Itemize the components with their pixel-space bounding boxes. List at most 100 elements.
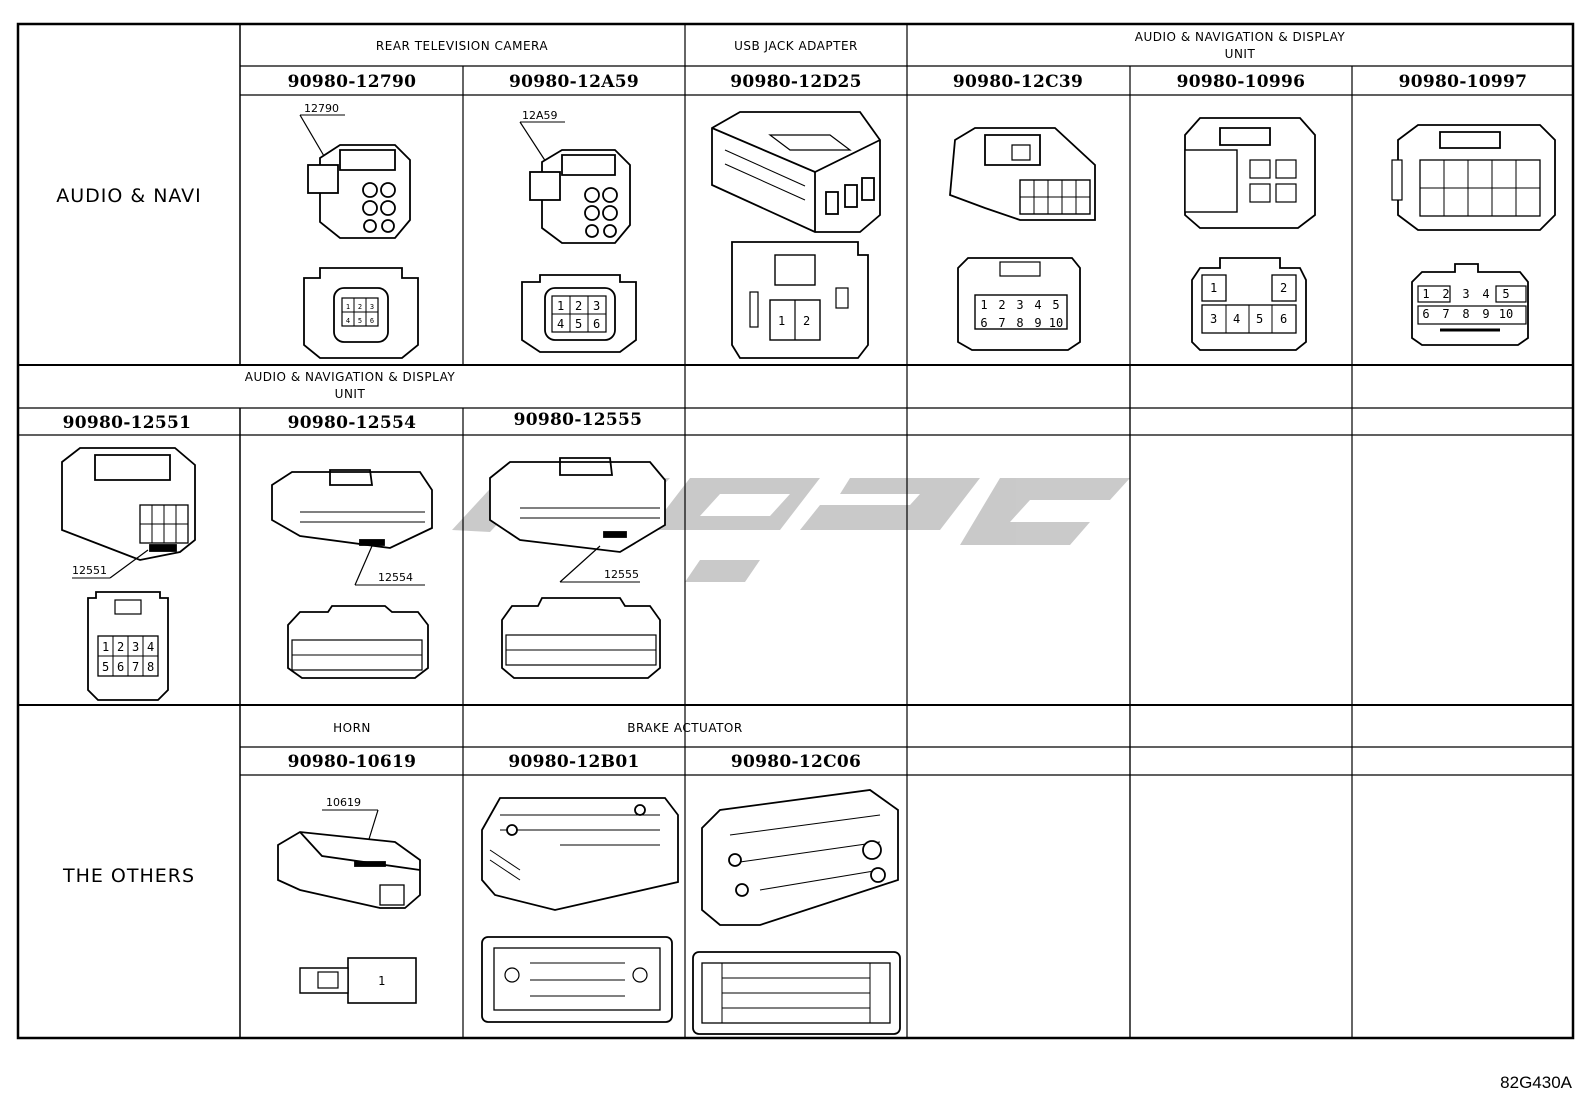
pin-label: 1 [557,299,564,313]
part-number: 90980-12D25 [730,72,862,92]
pin-label: 8 [1462,307,1469,321]
pin-label: 3 [593,299,600,313]
pin-label: 4 [1233,312,1240,326]
connector-12B01-face [481,936,673,1023]
pin-label: 5 [575,317,582,331]
connector-12B01-iso [481,797,679,911]
pin-label: 1 [346,303,350,311]
pin-label: 10 [1499,307,1513,321]
pin-label: 7 [1442,307,1449,321]
pin-label: 3 [132,640,139,654]
pin-label: 4 [1034,298,1041,312]
pin-label: 7 [132,660,139,674]
pin-label: 6 [1422,307,1429,321]
group-rear-television-camera: REAR TELEVISION CAMERA [376,39,548,53]
pin-label: 1 [102,640,109,654]
pin-label: 1 [378,974,385,988]
connector-10996-iso [1184,117,1316,229]
pin-label: 7 [998,316,1005,330]
connector-12D25-face [731,241,869,359]
pin-label: 6 [370,317,374,325]
connector-12554-face [287,605,429,679]
pin-label: 8 [147,660,154,674]
connector-10997-iso [1391,124,1556,231]
pin-label: 2 [358,303,362,311]
connector-12790-iso [299,114,411,239]
connector-10619-iso [277,809,421,909]
part-number: 90980-12C06 [731,752,861,772]
pin-label: 4 [557,317,564,331]
pin-label: 1 [1210,281,1217,295]
pin-label: 9 [1034,316,1041,330]
group-horn: HORN [333,721,371,735]
group-audio-nav-display-unit-line1: AUDIO & NAVIGATION & DISPLAY [1135,30,1346,44]
connector-12C06-iso [701,789,899,926]
pin-label: 9 [1482,307,1489,321]
pin-label: 8 [1016,316,1023,330]
group-usb-jack-adapter: USB JACK ADAPTER [734,39,858,53]
connector-tag-label: 10619 [326,796,361,809]
connector-12A59-iso [519,121,631,244]
connector-tag-label: 12790 [304,102,339,115]
figure-code: 82G430A [1500,1073,1572,1092]
pin-label: 5 [1052,298,1059,312]
pin-label: 4 [147,640,154,654]
group-brake-actuator: BRAKE ACTUATOR [627,721,742,735]
part-number: 90980-12B01 [508,752,639,772]
group-audio-nav-display-unit-line2: UNIT [335,387,366,401]
pin-label: 2 [1442,287,1449,301]
pin-label: 1 [778,314,785,328]
part-number: 90980-10997 [1399,72,1528,92]
part-number: 90980-10619 [288,752,417,772]
pin-label: 1 [1422,287,1429,301]
pin-label: 5 [1502,287,1509,301]
part-number: 90980-12A59 [509,72,639,92]
connector-10997-face [1411,263,1529,346]
part-number: 90980-12554 [288,413,417,433]
connector-12554-iso [271,469,433,586]
pin-label: 3 [1462,287,1469,301]
part-number: 90980-12555 [514,410,643,430]
pin-label: 6 [117,660,124,674]
connector-12C06-face [692,951,901,1035]
pin-label: 3 [370,303,374,311]
connector-10996-face [1191,257,1307,351]
pin-label: 4 [346,317,350,325]
connector-12551-face [87,591,169,701]
pin-label: 3 [1016,298,1023,312]
category-the-others: THE OTHERS [62,865,195,887]
connector-12C39-iso [949,127,1096,221]
part-number: 90980-10996 [1177,72,1306,92]
part-number: 90980-12C39 [953,72,1083,92]
pin-label: 5 [102,660,109,674]
pin-label: 5 [1256,312,1263,326]
pin-label: 5 [358,317,362,325]
connector-12790-face [303,267,419,359]
connector-12555-face [501,597,661,679]
connector-12555-iso [489,457,666,583]
pin-label: 2 [117,640,124,654]
group-audio-nav-display-unit-line1: AUDIO & NAVIGATION & DISPLAY [245,370,456,384]
pin-label: 2 [575,299,582,313]
pin-label: 2 [1280,281,1287,295]
pin-label: 1 [980,298,987,312]
connector-tag-label: 12554 [378,571,413,584]
connector-10619-face [299,957,417,1004]
connector-12551-iso [61,447,196,579]
part-number: 90980-12790 [288,72,417,92]
pin-label: 6 [980,316,987,330]
group-audio-nav-display-unit-line2: UNIT [1225,47,1256,61]
pin-label: 2 [998,298,1005,312]
connector-tag-label: 12555 [604,568,639,581]
table-grid [16,22,1575,1040]
pin-label: 2 [803,314,810,328]
pin-label: 4 [1482,287,1489,301]
pin-label: 10 [1049,316,1063,330]
part-number: 90980-12551 [63,413,192,433]
pin-label: 6 [593,317,600,331]
pin-label: 6 [1280,312,1287,326]
connector-tag-label: 12A59 [522,109,558,122]
connector-12A59-face [521,274,637,353]
category-audio-navi: AUDIO & NAVI [56,185,202,207]
